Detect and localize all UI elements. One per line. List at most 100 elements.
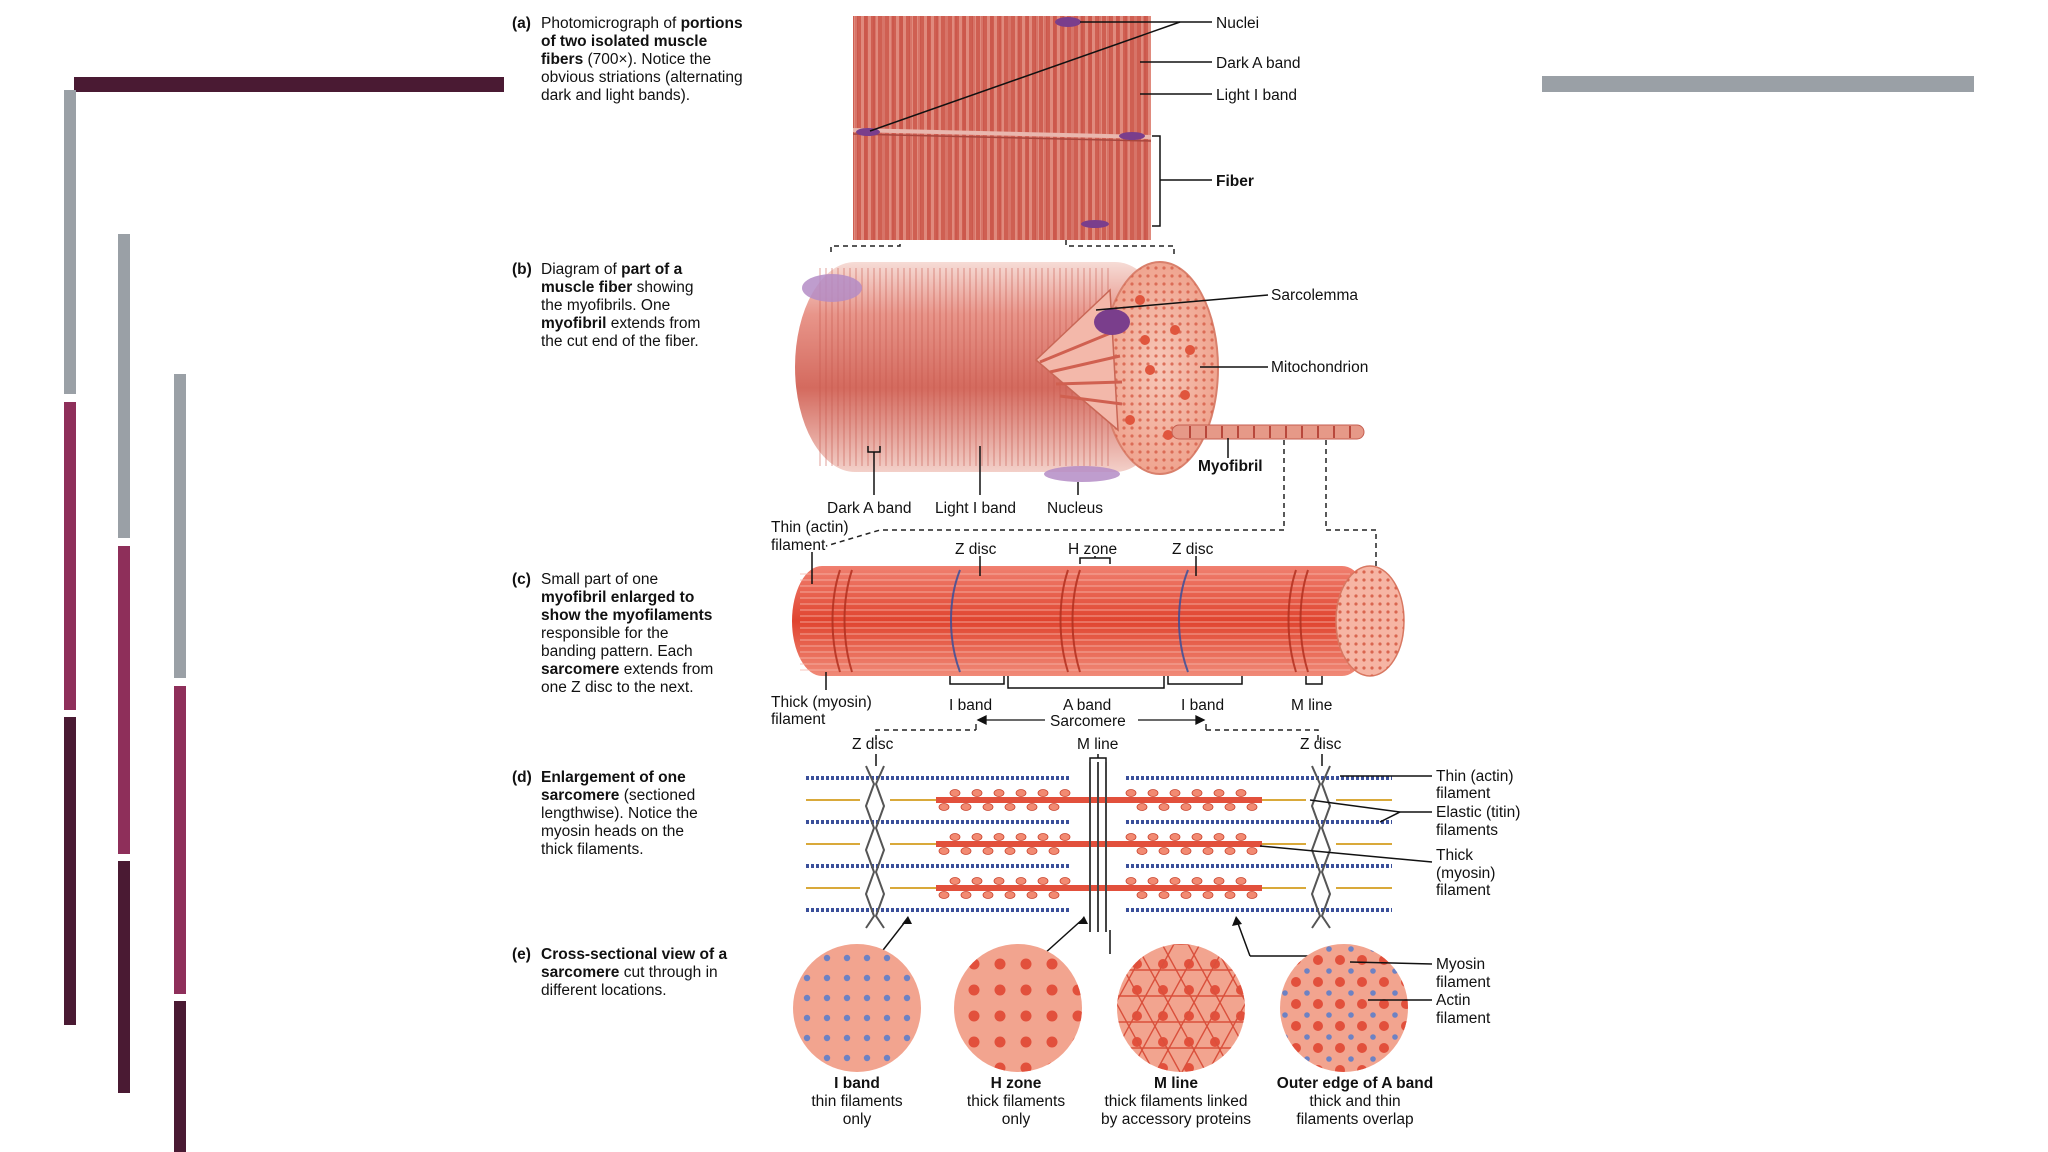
myosin-head (1037, 789, 1049, 797)
cross-section-outer-a-band (1280, 944, 1408, 1072)
myosin-head (1026, 847, 1038, 855)
fiber-body (795, 262, 1175, 472)
label-nuclei: Nuclei (1216, 15, 1259, 32)
myosin-head (1048, 847, 1060, 855)
mitochondrion-shape (1185, 345, 1195, 355)
panel-a-photomicrograph: Nuclei Dark A band Light I band Fiber (830, 15, 1300, 258)
caption-c-line: Small part of one (541, 571, 658, 588)
cross-section-desc: only (843, 1111, 872, 1128)
myosin-head (1147, 877, 1159, 885)
myosin-head (1224, 891, 1236, 899)
myosin-head (1015, 877, 1027, 885)
myofibril-strand (1171, 424, 1365, 440)
label-thin-actin-filament-2: filament (771, 537, 826, 554)
label-myofibril: Myofibril (1198, 458, 1263, 475)
label-thick-myosin-filament-2: filament (771, 711, 826, 728)
z-disc-left (864, 765, 886, 929)
myosin-head (1235, 789, 1247, 797)
vbar-1-magenta (64, 402, 76, 710)
cross-section-desc: thick filaments linked (1104, 1093, 1247, 1110)
myosin-head (971, 833, 983, 841)
label-i-band-left: I band (949, 697, 992, 714)
label-m-line: M line (1291, 697, 1332, 714)
nucleus-shape (1055, 17, 1081, 27)
nucleus-shape (1119, 132, 1145, 140)
myosin-head (1004, 803, 1016, 811)
myosin-head (1191, 789, 1203, 797)
label-z-disc-left: Z disc (955, 541, 997, 558)
myosin-head (1213, 833, 1225, 841)
m-line-structure (1089, 762, 1107, 932)
nucleus-shape (1094, 309, 1130, 335)
myosin-head (938, 891, 950, 899)
label-m-line: M line (1077, 736, 1118, 753)
label-i-band-right: I band (1181, 697, 1224, 714)
cross-section-desc: by accessory proteins (1101, 1111, 1251, 1128)
myosin-head (1158, 803, 1170, 811)
myosin-head (1180, 847, 1192, 855)
myosin-head (960, 891, 972, 899)
mitochondrion-shape (1180, 390, 1190, 400)
label-dark-a-band: Dark A band (827, 500, 911, 517)
nucleus-shape (1081, 220, 1109, 228)
cross-section-desc: thin filaments (811, 1093, 903, 1110)
caption-c-line: responsible for the (541, 625, 669, 642)
myosin-head (960, 803, 972, 811)
myosin-head (1235, 877, 1247, 885)
label-light-i-band: Light I band (935, 500, 1016, 517)
cross-section-desc: thick and thin (1309, 1093, 1400, 1110)
myosin-head (1246, 803, 1258, 811)
caption-a-line: of two isolated muscle (541, 33, 708, 50)
label-z-disc-right: Z disc (1172, 541, 1214, 558)
mitochondrion-shape (1135, 295, 1145, 305)
myosin-head (971, 789, 983, 797)
label-myosin-filament: Myosin (1436, 956, 1485, 973)
myosin-head (1026, 891, 1038, 899)
myosin-head (1125, 877, 1137, 885)
caption-a-line: dark and light bands). (541, 87, 690, 104)
caption-b-letter: (b) (512, 261, 532, 278)
caption-b-line: Diagram of part of a (541, 261, 683, 278)
panel-d-sarcomere: Z disc M line Z disc Thin (actin) filame… (806, 736, 1520, 957)
vbar-3-magenta (174, 686, 186, 994)
mitochondrion-shape (1163, 430, 1173, 440)
vbar-2-gray (118, 234, 130, 538)
caption-d-letter: (d) (512, 769, 532, 786)
label-sarcolemma: Sarcolemma (1271, 287, 1358, 304)
caption-e-line: Cross-sectional view of a (541, 946, 727, 963)
myosin-head (1202, 891, 1214, 899)
myosin-head (1169, 877, 1181, 885)
myosin-head (982, 891, 994, 899)
myosin-head (960, 847, 972, 855)
mitochondrion-shape (1170, 325, 1180, 335)
vbar-1-maroon (64, 717, 76, 1025)
vbar-3-gray (174, 374, 186, 678)
vbar-2-magenta (118, 546, 130, 854)
label-z-disc-right: Z disc (1300, 736, 1342, 753)
caption-a-letter: (a) (512, 15, 531, 32)
caption-a-line: obvious striations (alternating (541, 69, 743, 86)
label-thick-myosin: Thick (1436, 847, 1473, 864)
caption-c-line: show the myofilaments (541, 607, 712, 624)
caption-e-letter: (e) (512, 946, 531, 963)
label-a-band: A band (1063, 697, 1111, 714)
myosin-head (1224, 803, 1236, 811)
myosin-head (1224, 847, 1236, 855)
label-thick-myosin-3: filament (1436, 882, 1491, 899)
label-thin-actin-2: filament (1436, 785, 1491, 802)
myosin-head (1048, 891, 1060, 899)
caption-c-letter: (c) (512, 571, 531, 588)
myosin-head (1015, 789, 1027, 797)
myosin-head (1213, 877, 1225, 885)
caption-e-line: sarcomere cut through in (541, 964, 718, 981)
mitochondrion-shape (1140, 335, 1150, 345)
myosin-head (1037, 877, 1049, 885)
caption-d-line: lengthwise). Notice the (541, 805, 698, 822)
decorative-bars (64, 76, 1974, 1152)
myosin-head (949, 833, 961, 841)
nucleus-shape (802, 274, 862, 302)
caption-c-line: myofibril enlarged to (541, 589, 694, 606)
myosin-head (1158, 847, 1170, 855)
